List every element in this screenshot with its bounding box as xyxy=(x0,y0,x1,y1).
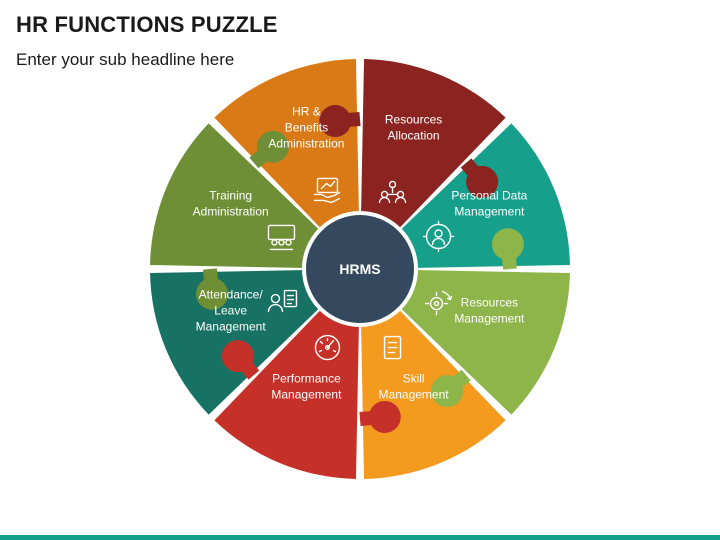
puzzle-tab-knob xyxy=(319,105,352,138)
segment-label-line: Performance xyxy=(272,371,341,385)
puzzle-tab-knob xyxy=(491,228,524,261)
segment-label-line: Leave xyxy=(214,304,247,318)
segment-performance-management xyxy=(214,269,360,479)
segment-label-line: Management xyxy=(379,387,450,401)
segment-label-line: Resources xyxy=(461,296,518,310)
segment-label-line: Management xyxy=(454,312,525,326)
puzzle-tab-knob xyxy=(221,340,254,373)
segment-label-line: Personal Data xyxy=(451,188,527,202)
segment-label-line: Administration xyxy=(193,204,269,218)
group-training-icon xyxy=(267,224,296,251)
bottom-accent-bar xyxy=(0,535,720,540)
puzzle-tab-knob xyxy=(196,277,229,310)
people-network-icon xyxy=(378,180,407,204)
puzzle-tab-knob xyxy=(256,130,289,163)
segment-label-line: HR & xyxy=(292,105,321,119)
segment-resources-allocation xyxy=(360,59,506,270)
page-title: HR FUNCTIONS PUZZLE xyxy=(16,12,278,37)
segment-icons xyxy=(267,177,455,361)
segment-label-line: Management xyxy=(271,387,342,401)
user-gear-icon xyxy=(422,220,455,253)
puzzle-tab-knob xyxy=(431,375,464,408)
segment-label-line: Skill xyxy=(403,371,425,385)
center-label: HRMS xyxy=(339,261,380,277)
segment-label-line: Resources xyxy=(385,113,442,127)
page-subtitle: Enter your sub headline here xyxy=(16,50,235,69)
segment-label-line: Attendance/ xyxy=(199,288,264,302)
gear-cycle-icon xyxy=(424,290,453,316)
puzzle-tab-knob xyxy=(368,400,401,433)
hand-growth-icon xyxy=(313,177,341,204)
center-hub: HRMS xyxy=(302,211,418,327)
segment-training-administration xyxy=(150,123,360,269)
center-circle xyxy=(302,211,418,327)
segment-label-line: Training xyxy=(209,188,252,202)
puzzle-tabs xyxy=(196,105,524,433)
segment-label-line: Allocation xyxy=(388,129,440,143)
speedometer-icon xyxy=(314,334,341,361)
user-checklist-icon xyxy=(267,289,298,313)
segment-label-line: Management xyxy=(454,204,525,218)
segment-label-line: Benefits xyxy=(285,121,328,135)
puzzle-segments xyxy=(150,59,570,479)
segment-label-line: Administration xyxy=(268,137,344,151)
segment-resources-management xyxy=(360,269,570,415)
puzzle-tab-knob xyxy=(466,165,499,198)
segment-label-line: Management xyxy=(196,320,267,334)
document-list-icon xyxy=(383,335,402,360)
